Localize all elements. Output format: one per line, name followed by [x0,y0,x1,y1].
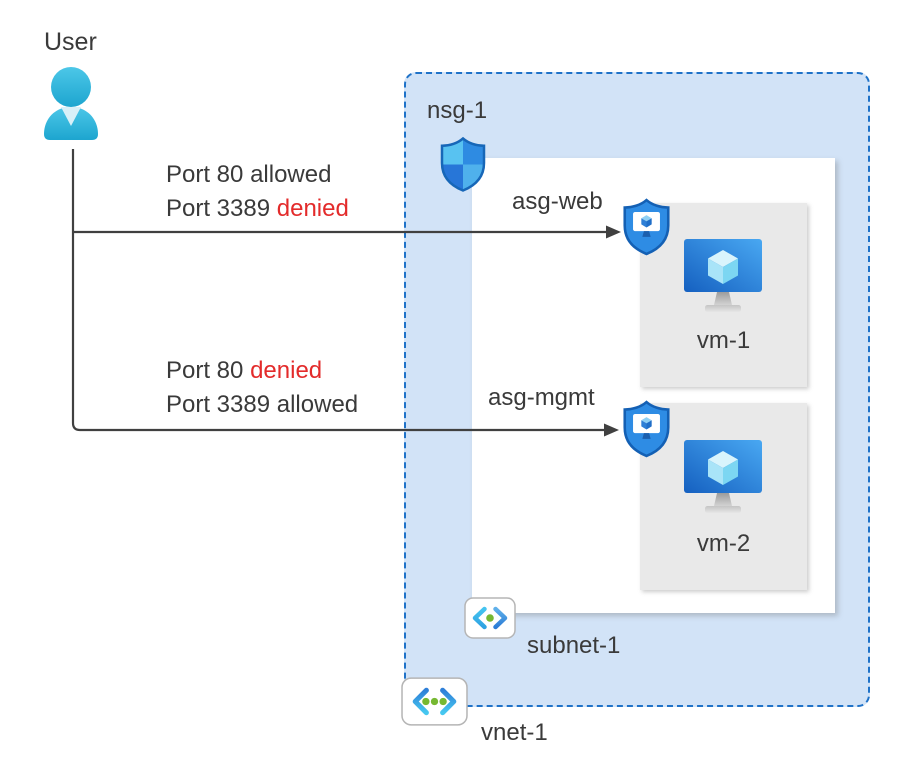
user-label: User [44,28,97,56]
user-person-icon [44,67,98,140]
vm2-label: vm-2 [696,530,751,557]
vnet-label: vnet-1 [481,719,548,746]
nsg-shield-icon [440,136,486,192]
flow2-line2: Port 3389 allowed [166,391,359,418]
arrowhead-web-icon [606,225,621,239]
flow2-rules: Port 80 denied Port 3389 allowed [166,354,358,422]
vm1-label: vm-1 [696,327,751,354]
flow1-line2: Port 3389 denied [166,195,349,222]
nsg-label: nsg-1 [427,97,488,124]
asg-mgmt-shield-icon [623,400,670,458]
flow1-line1: Port 80 allowed [166,161,332,188]
vm1-monitor-cube-icon [684,239,762,312]
asg-web-label: asg-web [512,188,603,215]
vm2-monitor-cube-icon [684,440,762,513]
asg-web-shield-icon [623,198,670,256]
arrowhead-mgmt-icon [604,423,619,437]
status-denied: denied [276,195,349,222]
subnet-label: subnet-1 [527,632,621,659]
flow2-line1: Port 80 denied [166,357,323,384]
status-denied: denied [250,357,323,384]
status-allowed: allowed [276,391,359,418]
asg-mgmt-label: asg-mgmt [488,384,595,411]
vnet-brackets-icon [401,677,468,726]
flow1-rules: Port 80 allowed Port 3389 denied [166,158,349,226]
subnet-brackets-icon [464,597,516,639]
status-allowed: allowed [250,161,332,188]
